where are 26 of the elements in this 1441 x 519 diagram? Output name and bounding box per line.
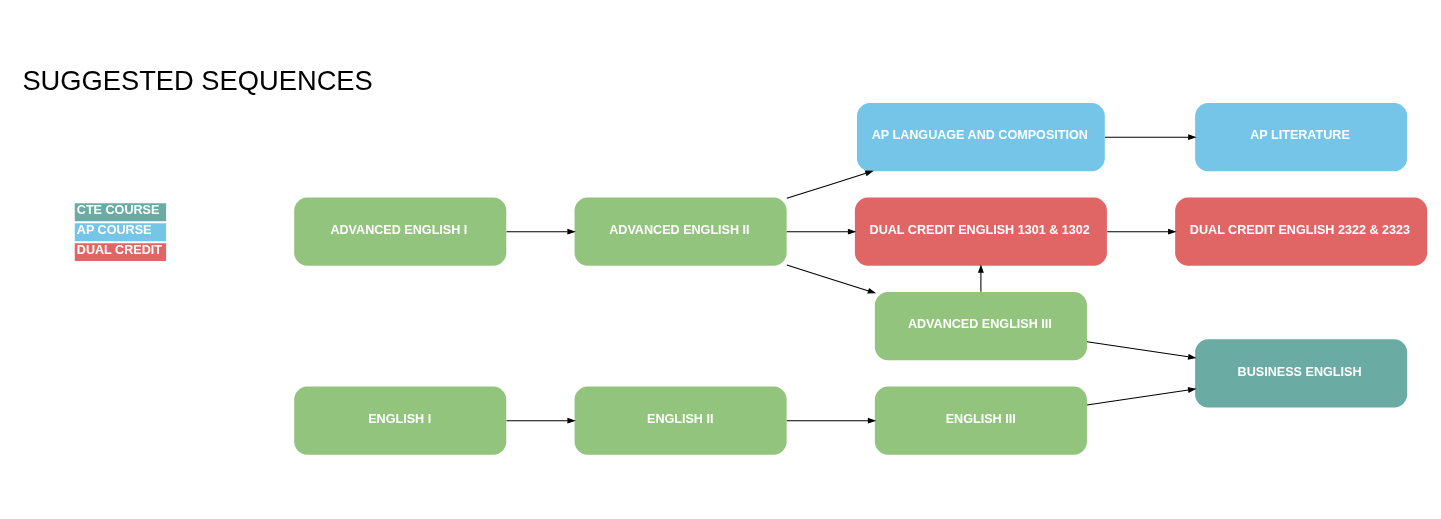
arrow xyxy=(1086,387,1197,406)
node-box: ADVANCED ENGLISH III xyxy=(874,292,1087,361)
node-box: DUAL CREDIT ENGLISH 1301 & 1302 xyxy=(854,197,1107,266)
node-box: ADVANCED ENGLISH II xyxy=(574,197,787,266)
node-box: ENGLISH III xyxy=(874,386,1087,455)
node-box: ENGLISH I xyxy=(294,386,507,455)
arrow xyxy=(786,228,857,235)
arrow xyxy=(786,170,874,199)
node-box: AP LANGUAGE AND COMPOSITION xyxy=(857,103,1105,172)
node-box: BUSINESS ENGLISH xyxy=(1195,339,1408,408)
arrow xyxy=(1086,341,1197,360)
node-box: DUAL CREDIT ENGLISH 2322 & 2323 xyxy=(1175,197,1428,266)
arrow xyxy=(977,264,984,293)
node-box: ADVANCED ENGLISH I xyxy=(294,197,507,266)
legend-label: AP COURSE xyxy=(76,223,152,238)
legend-label: DUAL CREDIT xyxy=(76,243,162,258)
node-box: AP LITERATURE xyxy=(1195,103,1408,172)
diagram-title: SUGGESTED SEQUENCES xyxy=(22,65,373,97)
arrow xyxy=(1106,228,1177,235)
arrow xyxy=(1104,134,1197,141)
node-box: ENGLISH II xyxy=(574,386,787,455)
arrow xyxy=(786,264,877,294)
arrow xyxy=(786,417,877,424)
arrow xyxy=(505,228,576,235)
arrow xyxy=(505,417,576,424)
legend-label: CTE COURSE xyxy=(76,203,160,218)
